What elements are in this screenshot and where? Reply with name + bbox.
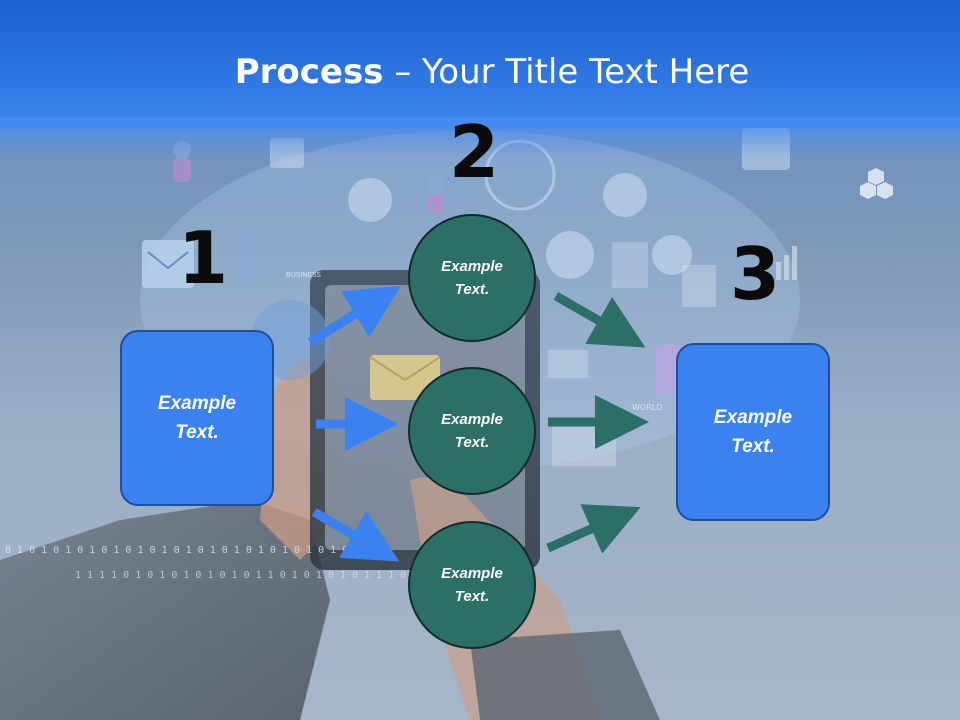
title-bold: Process — [234, 52, 384, 92]
bottom-circle-label: Example Text. — [441, 565, 503, 605]
top-circle-label: Example Text. — [441, 258, 503, 298]
sleeve-shape — [0, 500, 330, 720]
binary-stream-2: 1 1 1 1 0 1 0 1 0 1 0 1 0 1 0 1 1 0 1 0 … — [75, 570, 430, 581]
mail-icon-left — [142, 240, 194, 288]
middle-circle: Example Text. — [408, 367, 536, 495]
bar-graph-icon — [776, 246, 797, 280]
step-number-2: 2 — [449, 110, 500, 194]
step-number-3: 3 — [730, 232, 781, 316]
arrow-bottom-to-right — [546, 504, 641, 554]
step-number-1: 1 — [178, 216, 229, 300]
business-label: BUSINESS — [286, 271, 322, 279]
bottom-circle: Example Text. — [408, 521, 536, 649]
right-box-label: Example Text. — [713, 407, 793, 457]
figure-icons — [173, 141, 445, 280]
slide-title: Process – Your Title Text Here — [0, 52, 960, 92]
middle-circle-label: Example Text. — [441, 411, 503, 451]
top-circle: Example Text. — [408, 214, 536, 342]
header-band — [0, 0, 960, 128]
title-rest: – Your Title Text Here — [383, 52, 750, 92]
people-icons — [348, 139, 692, 279]
left-box-label: Example Text. — [157, 393, 237, 443]
arrow-to-bottom-circle — [311, 508, 400, 562]
arrow-top-to-right — [553, 292, 646, 348]
right-text-box: Example Text. — [676, 343, 830, 521]
left-text-box: Example Text. — [120, 330, 274, 506]
hexagon-icon — [860, 168, 893, 199]
binary-stream-1: 0 1 0 1 0 1 0 1 0 1 0 1 0 1 0 1 0 1 0 1 … — [5, 545, 360, 556]
arrow-to-top-circle — [307, 285, 401, 346]
